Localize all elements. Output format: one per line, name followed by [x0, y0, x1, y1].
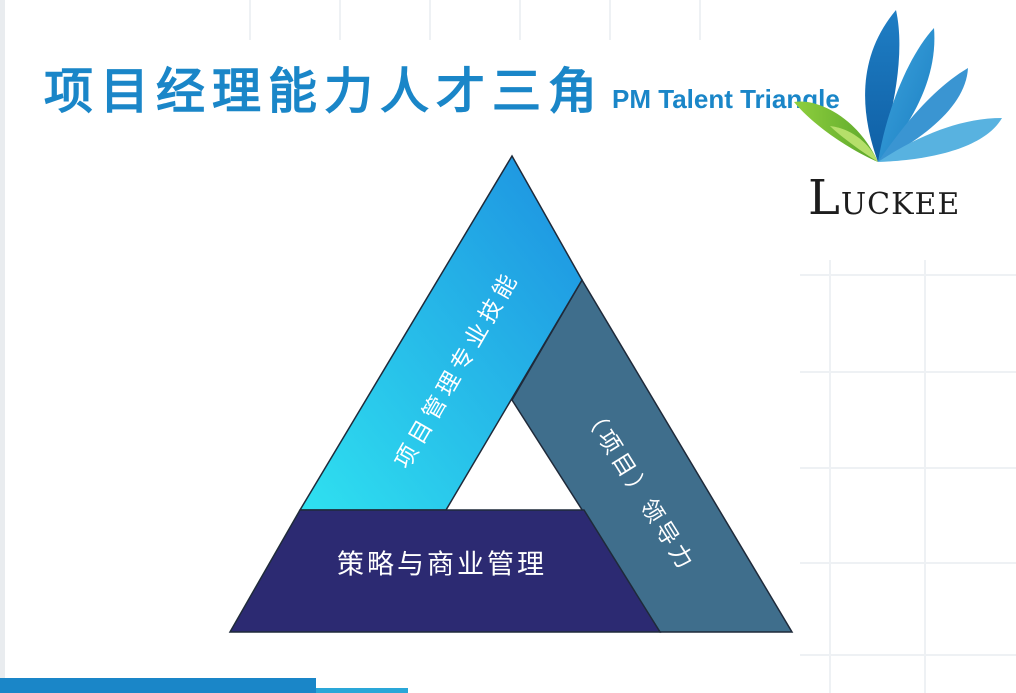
luckee-logo-text: LUCKEE — [808, 170, 961, 226]
triangle-left-side — [298, 154, 583, 511]
bottom-side-label: 策略与商业管理 — [337, 550, 547, 581]
triangle-bottom-side — [228, 509, 662, 633]
title-chinese: 项目经理能力人才三角 — [44, 63, 605, 120]
luckee-logo-icon — [794, 10, 1002, 162]
bottom-accent-bar — [0, 678, 316, 693]
left-edge-strip — [0, 0, 5, 693]
slide-title: 项目经理能力人才三角 PM Talent Triangle — [44, 52, 840, 123]
